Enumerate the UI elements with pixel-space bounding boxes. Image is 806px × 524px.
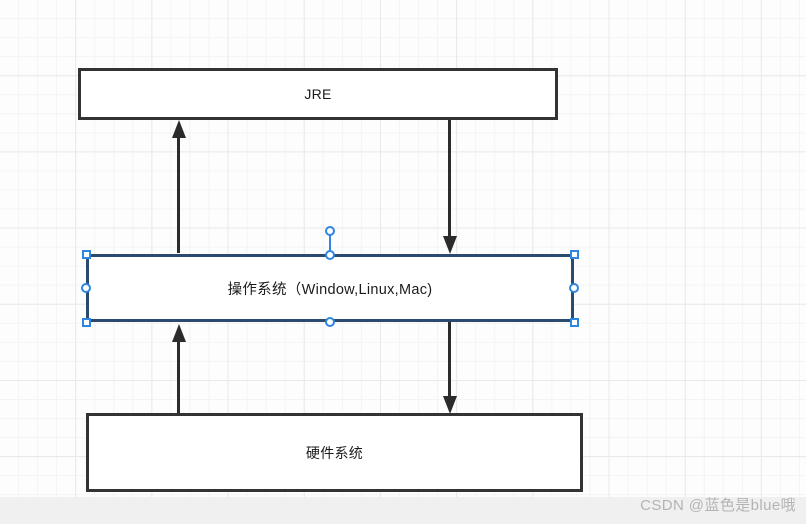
connector-hardware-to-os-line[interactable] (177, 340, 180, 413)
connector-os-to-jre-line[interactable] (177, 133, 180, 253)
node-os-label: 操作系统（Window,Linux,Mac) (227, 281, 433, 298)
connector-os-to-hardware-line[interactable] (448, 322, 451, 398)
node-jre[interactable]: JRE (78, 68, 558, 120)
node-hardware-label: 硬件系统 (305, 444, 364, 461)
resize-handle-top-center[interactable] (325, 250, 335, 260)
resize-handle-top-right[interactable] (570, 250, 579, 259)
resize-handle-middle-left[interactable] (81, 283, 91, 293)
rotation-handle-stem (329, 235, 331, 255)
connector-hardware-to-os-arrowhead (171, 324, 186, 342)
node-hardware[interactable]: 硬件系统 (86, 413, 583, 492)
resize-handle-bottom-left[interactable] (82, 318, 91, 327)
resize-handle-middle-right[interactable] (569, 283, 579, 293)
watermark-text: CSDN @蓝色是blue哦 (640, 497, 796, 514)
resize-handle-top-left[interactable] (82, 250, 91, 259)
connector-jre-to-os-line[interactable] (448, 120, 451, 238)
resize-handle-bottom-center[interactable] (325, 317, 335, 327)
connector-os-to-hardware-arrowhead (442, 396, 457, 414)
rotation-handle[interactable] (325, 226, 335, 236)
node-os[interactable]: 操作系统（Window,Linux,Mac) (86, 254, 574, 322)
connector-os-to-jre-arrowhead (171, 120, 186, 138)
node-jre-label: JRE (304, 86, 332, 102)
resize-handle-bottom-right[interactable] (570, 318, 579, 327)
canvas-bottom-band (0, 497, 806, 524)
connector-jre-to-os-arrowhead (442, 236, 457, 254)
